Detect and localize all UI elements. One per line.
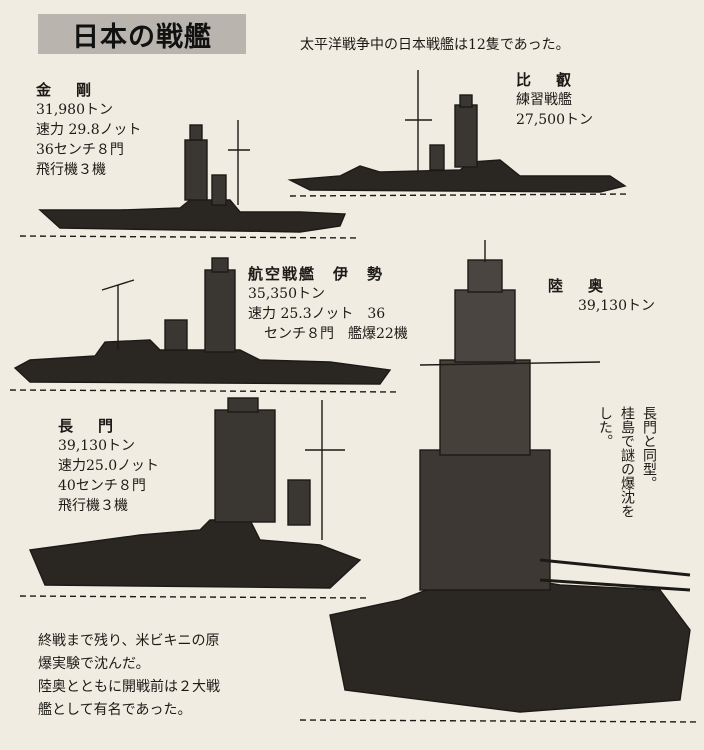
mutsu-note-line: した。 (597, 406, 613, 448)
kongo-line: 飛行機３機 (36, 162, 106, 178)
kongo-line: 36センチ８門 (36, 142, 124, 158)
footnote-line: 爆実験で沈んだ。 (38, 656, 150, 672)
mutsu-illustration (299, 240, 701, 723)
footnote-line: 終戦まで残り、米ビキニの原 (38, 633, 220, 649)
hiei-spec: 比 叡 練習戦艦 27,500トン (516, 70, 593, 130)
hiei-line: 練習戦艦 (516, 92, 572, 108)
ise-name: 航空戦艦 伊 勢 (248, 265, 385, 283)
footnote: 終戦まで残り、米ビキニの原 爆実験で沈んだ。 陸奥とともに開戦前は２大戦 艦とし… (38, 630, 220, 722)
footnote-line: 陸奥とともに開戦前は２大戦 (38, 679, 220, 695)
mutsu-note-line: 桂島で謎の爆沈を (619, 406, 635, 518)
nagato-line: 速力25.0ノット (58, 458, 159, 474)
footnote-line: 艦として有名であった。 (38, 702, 192, 718)
ise-line: センチ８門 艦爆22機 (264, 326, 408, 342)
kongo-line: 速力 29.8ノット (36, 122, 142, 138)
page-title-box: 日本の戦艦 (38, 14, 246, 54)
mutsu-spec: 陸 奥 39,130トン (548, 276, 655, 316)
nagato-name: 長 門 (58, 417, 119, 435)
ise-line: 35,350トン (248, 286, 325, 302)
ise-spec: 航空戦艦 伊 勢 35,350トン 速力 25.3ノット 36 センチ８門 艦爆… (248, 264, 408, 344)
nagato-line: 39,130トン (58, 438, 135, 454)
kongo-illustration (19, 120, 361, 239)
mutsu-note: 長門と同型。 桂島で謎の爆沈を した。 (594, 406, 660, 606)
kongo-spec: 金 剛 31,980トン 速力 29.8ノット 36センチ８門 飛行機３機 (36, 80, 141, 180)
mutsu-line: 39,130トン (578, 298, 655, 314)
ise-illustration (9, 257, 401, 393)
mutsu-note-line: 長門と同型。 (641, 406, 657, 490)
kongo-name: 金 剛 (36, 81, 97, 99)
hiei-illustration (287, 70, 631, 197)
page-title: 日本の戦艦 (72, 21, 212, 53)
hiei-line: 27,500トン (516, 112, 593, 128)
nagato-spec: 長 門 39,130トン 速力25.0ノット 40センチ８門 飛行機３機 (58, 416, 159, 516)
hiei-name: 比 叡 (516, 71, 577, 89)
mutsu-name: 陸 奥 (548, 277, 609, 295)
nagato-line: 飛行機３機 (58, 498, 128, 514)
intro-text: 太平洋戦争中の日本戦艦は12隻であった。 (300, 37, 570, 53)
kongo-line: 31,980トン (36, 102, 113, 118)
ise-line: 速力 25.3ノット 36 (248, 306, 386, 322)
nagato-line: 40センチ８門 (58, 478, 146, 494)
nagato-illustration (19, 397, 371, 599)
